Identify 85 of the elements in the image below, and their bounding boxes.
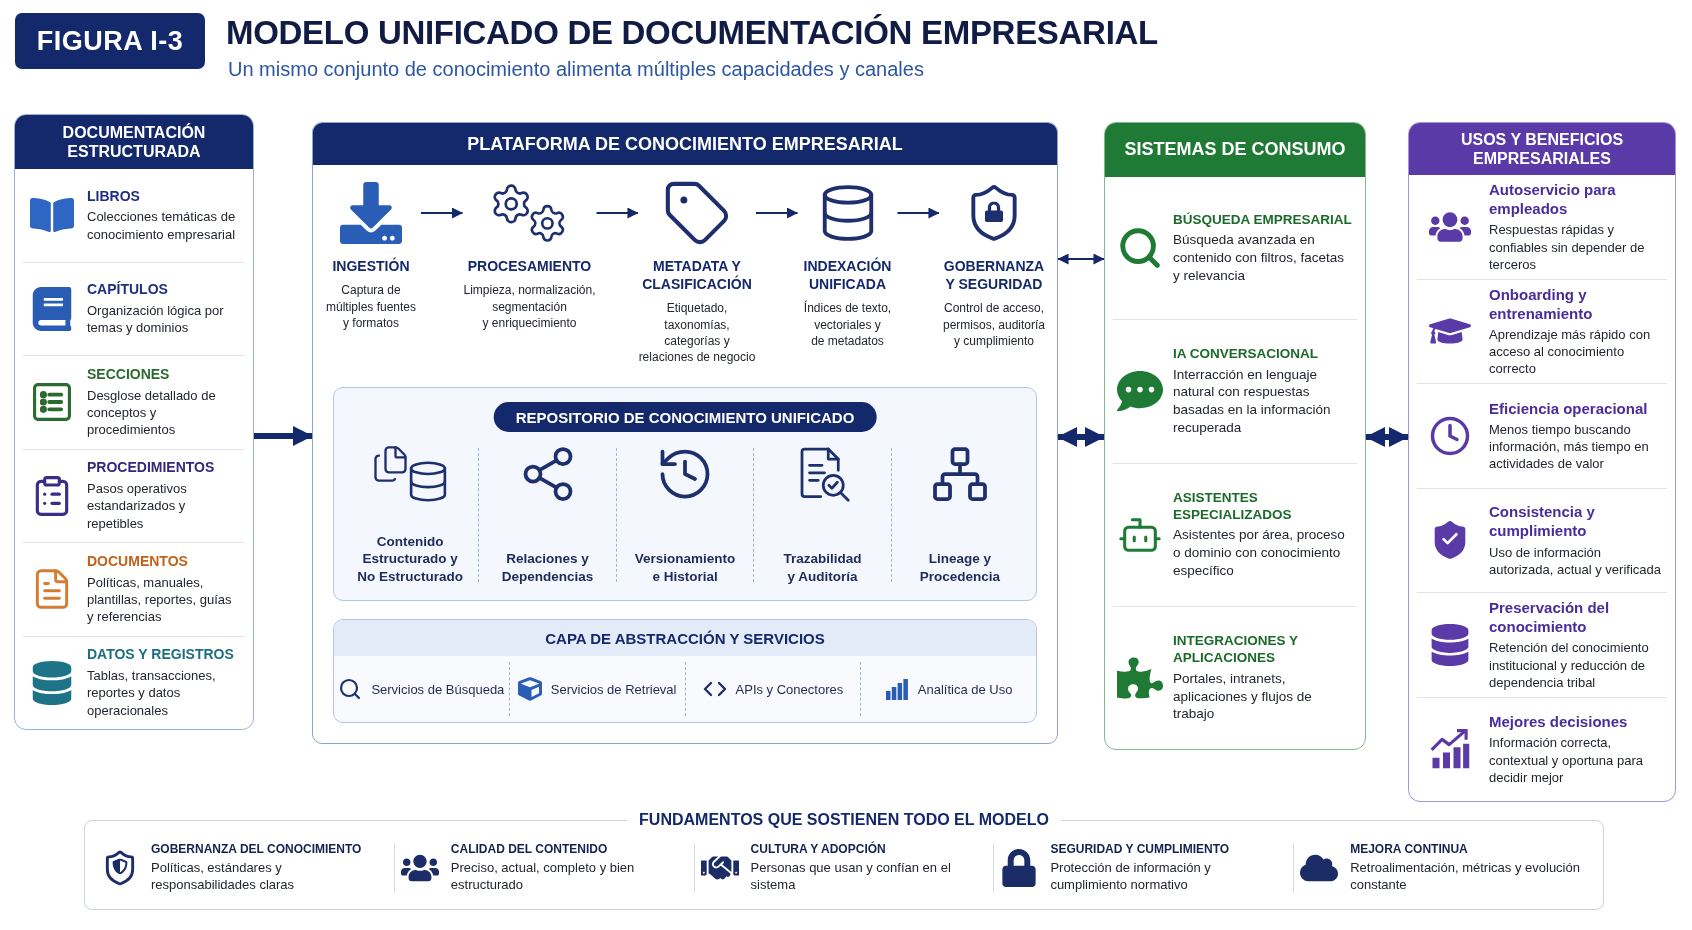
- item-title: SEGURIDAD Y CUMPLIMIENTO: [1050, 842, 1231, 858]
- item-description: Búsqueda avanzada en contenido con filtros, facetas y relevancia: [1173, 231, 1346, 286]
- column-panel: [1104, 122, 1366, 750]
- arrow: [896, 207, 940, 219]
- service-label: Servicios de Retrieval: [550, 681, 677, 697]
- item-description: Políticas, estándares y responsabilidades claras: [151, 858, 296, 894]
- service-label: Servicios de Búsqueda: [371, 681, 505, 697]
- item-description: Tablas, transacciones, reportes y datos operacionales: [87, 667, 217, 720]
- arrow: [755, 207, 799, 219]
- feature-label: Versionamiento e Historial: [633, 550, 737, 586]
- panel-header: USOS Y BENEFICIOS EMPRESARIALES: [1409, 123, 1675, 175]
- arrow: [1057, 427, 1105, 447]
- repository-panel: [333, 387, 1037, 601]
- item-title: DOCUMENTOS: [87, 552, 189, 571]
- platform-panel: [312, 122, 1058, 744]
- item-description: Asistentes por área, proceso o dominio con conocimiento específico: [1173, 526, 1346, 581]
- feature-label: Lineage y Procedencia: [918, 550, 1001, 586]
- item-description: Respuestas rápidas y confiables sin depender de terceros: [1489, 221, 1646, 274]
- item-description: Interracción en lenguaje natural con respuestas basadas en la información recuperada: [1173, 365, 1332, 438]
- section-heading: CAPA DE ABSTRACCIÓN Y SERVICIOS: [334, 620, 1036, 656]
- arrow: [420, 207, 464, 219]
- item-description: Pasos operativos estandarizados y repetibles: [87, 480, 188, 533]
- step-description: Índices de texto, vectoriales y de metadatos: [802, 300, 893, 350]
- item-title: GOBERNANZA DEL CONOCIMIENTO: [151, 842, 363, 858]
- item-description: Uso de información autorizada, actual y verificada: [1489, 543, 1662, 579]
- item-title: BÚSQUEDA EMPRESARIAL: [1173, 211, 1353, 229]
- item-title: PROCEDIMIENTOS: [87, 459, 216, 478]
- item-title: Onboarding y entrenamiento: [1489, 284, 1594, 323]
- item-title: ASISTENTES ESPECIALIZADOS: [1173, 489, 1293, 524]
- step-title: INDEXACIÓN UNIFICADA: [802, 257, 893, 294]
- item-description: Menos tiempo buscando información, más tiempo en actividades de valor: [1489, 420, 1650, 473]
- arrow: [254, 426, 313, 446]
- figure-badge: FIGURA I-3: [15, 13, 205, 69]
- feature-label: Trazabilidad y Auditoría: [782, 550, 863, 586]
- item-title: CALIDAD DEL CONTENIDO: [450, 842, 609, 858]
- panel-header: SISTEMAS DE CONSUMO: [1105, 123, 1365, 177]
- services-panel: [333, 619, 1037, 723]
- item-title: Mejores decisiones: [1489, 712, 1629, 732]
- column-panel: [1408, 122, 1676, 802]
- item-title: Autoservicio para empleados: [1489, 180, 1617, 219]
- item-description: Información correcta, contextual y oportuna para decidir mejor: [1489, 734, 1644, 787]
- item-title: DATOS Y REGISTROS: [87, 646, 235, 665]
- step-description: Control de acceso, permisos, auditoría y cumplimiento: [941, 300, 1046, 350]
- step-title: METADATA Y CLASIFICACIÓN: [641, 257, 753, 294]
- item-description: Desglose detallado de conceptos y procedimientos: [87, 386, 217, 439]
- section-heading: FUNDAMENTOS QUE SOSTIENEN TODO EL MODELO: [627, 810, 1061, 830]
- step-description: Captura de múltiples fuentes y formatos: [324, 282, 417, 332]
- item-description: Aprendizaje más rápido con acceso al conocimiento correcto: [1489, 325, 1652, 378]
- step-title: INGESTIÓN: [332, 257, 410, 276]
- step-description: Limpieza, normalización, segmentación y enriquecimiento: [462, 282, 597, 332]
- item-title: SECCIONES: [87, 365, 171, 384]
- item-description: Políticas, manuales, plantillas, reportes, guías y referencias: [87, 573, 233, 626]
- step-title: GOBERNANZA Y SEGURIDAD: [942, 257, 1046, 294]
- arrow: [1365, 427, 1409, 447]
- step-title: PROCESAMIENTO: [467, 257, 592, 276]
- service-label: APIs y Conectores: [735, 681, 844, 697]
- step-description: Etiquetado, taxonomías, categorías y relaciones de negocio: [638, 300, 756, 366]
- panel-header: DOCUMENTACIÓN ESTRUCTURADA: [15, 115, 253, 169]
- item-title: MEJORA CONTINUA: [1350, 842, 1469, 858]
- service-label: Analítica de Uso: [917, 681, 1013, 697]
- column-panel: [14, 114, 254, 730]
- item-title: Consistencia y cumplimiento: [1489, 502, 1596, 541]
- item-title: IA CONVERSACIONAL: [1173, 345, 1319, 363]
- item-description: Personas que usan y confían en el sistema: [750, 858, 952, 894]
- arrow: [595, 207, 639, 219]
- subtitle: Un mismo conjunto de conocimiento alimenta múltiples capacidades y canales: [228, 58, 924, 81]
- item-description: Retención del conocimiento institucional y reducción de dependencia tribal: [1489, 639, 1650, 692]
- item-title: Preservación del conocimiento: [1489, 598, 1611, 637]
- diagram-title: MODELO UNIFICADO DE DOCUMENTACIÓN EMPRESARIAL: [226, 14, 1158, 52]
- panel-header: PLATAFORMA DE CONOCIMIENTO EMPRESARIAL: [313, 123, 1057, 165]
- section-heading: REPOSITORIO DE CONOCIMIENTO UNIFICADO: [493, 402, 877, 432]
- item-title: CULTURA Y ADOPCIÓN: [750, 842, 887, 858]
- item-title: Eficiencia operacional: [1489, 398, 1649, 418]
- item-title: CAPÍTULOS: [87, 281, 169, 299]
- feature-label: Relaciones y Dependencias: [500, 550, 595, 586]
- item-description: Retroalimentación, métricas y evolución constante: [1350, 858, 1581, 894]
- item-description: Organización lógica por temas y dominios: [87, 301, 225, 337]
- feature-label: Contenido Estructurado y No Estructurado: [356, 532, 465, 586]
- item-title: LIBROS: [87, 187, 141, 206]
- item-title: INTEGRACIONES Y APLICACIONES: [1173, 632, 1299, 667]
- arrow: [1057, 253, 1105, 265]
- item-description: Protección de información y cumplimiento normativo: [1050, 858, 1212, 894]
- item-description: Preciso, actual, completo y bien estructurado: [450, 858, 636, 894]
- item-description: Portales, intranets, aplicaciones y flujos de trabajo: [1173, 669, 1313, 724]
- item-description: Colecciones temáticas de conocimiento empresarial: [87, 208, 237, 243]
